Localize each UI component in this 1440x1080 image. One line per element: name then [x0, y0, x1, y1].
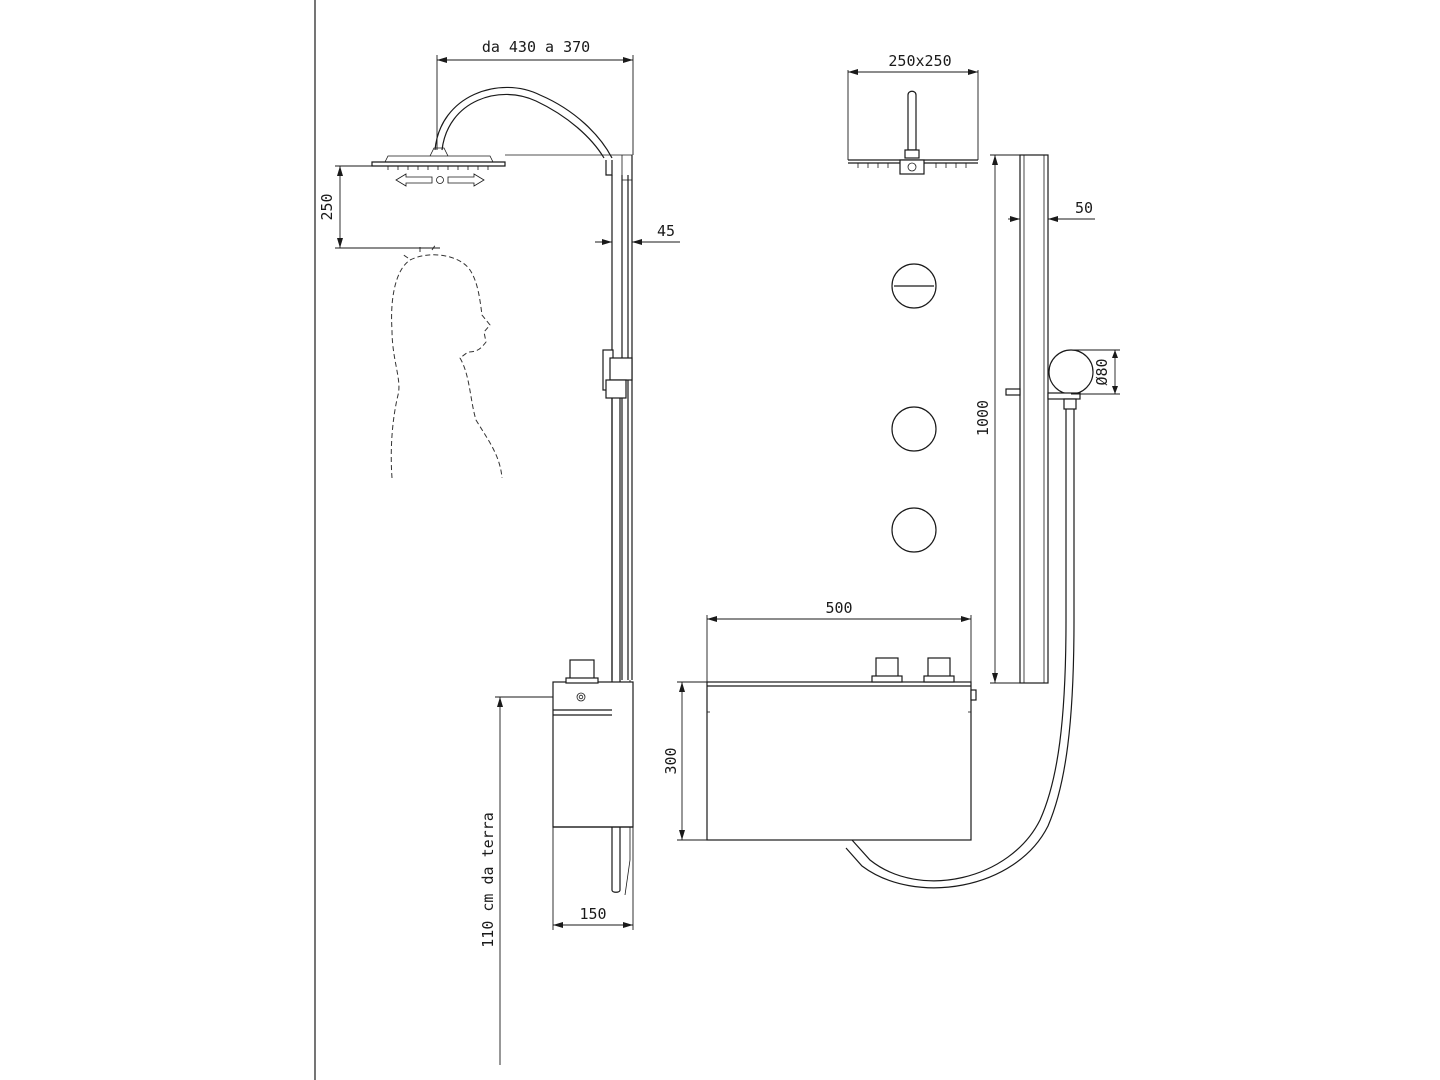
dim-box-height-label: 300	[662, 747, 680, 774]
dim-bar-width-label: 50	[1075, 199, 1093, 217]
handshower-front	[845, 349, 1094, 889]
dim-bar-offset-label: 45	[657, 222, 675, 240]
dim-box-depth: 150	[552, 827, 634, 930]
dim-floor-height: 110 cm da terra	[479, 696, 553, 1065]
dim-bar-height-label: 1000	[974, 400, 992, 436]
shower-head-front	[848, 90, 978, 175]
dim-head-size-label: 250x250	[888, 52, 951, 70]
dim-handshower-dia-label: Ø80	[1093, 358, 1111, 385]
mixer-box-front	[706, 657, 977, 841]
control-knob-1	[891, 263, 937, 309]
control-knob-3	[891, 507, 937, 553]
dim-head-clearance: 250	[318, 165, 440, 249]
dim-floor-height-label: 110 cm da terra	[479, 812, 497, 947]
shower-head-side	[371, 161, 506, 167]
dim-box-height: 300	[662, 681, 707, 841]
side-view: da 430 a 370 250 45 150	[318, 38, 680, 1065]
dim-bar-offset: 45	[595, 222, 680, 245]
dim-box-width-label: 500	[825, 599, 852, 617]
mixer-box-side	[552, 659, 634, 828]
front-view: 250x250 1000	[662, 52, 1120, 889]
riser-pipe-side	[611, 155, 633, 680]
dim-bar-height: 1000	[974, 154, 1020, 684]
dim-arm-reach: da 430 a 370	[436, 38, 634, 155]
control-knob-2	[891, 406, 937, 452]
dim-head-size: 250x250	[847, 52, 979, 160]
dim-bar-width: 50	[1008, 199, 1095, 222]
riser-bar-front	[1005, 154, 1049, 684]
dim-handshower-dia: Ø80	[1071, 349, 1120, 395]
person-silhouette	[390, 254, 503, 479]
shower-arm-curve	[434, 86, 613, 159]
dim-head-clearance-label: 250	[318, 193, 336, 220]
dim-arm-reach-label: da 430 a 370	[482, 38, 590, 56]
dim-box-depth-label: 150	[579, 905, 606, 923]
dim-box-width: 500	[706, 599, 972, 682]
adjust-arrows-icon	[395, 173, 485, 187]
